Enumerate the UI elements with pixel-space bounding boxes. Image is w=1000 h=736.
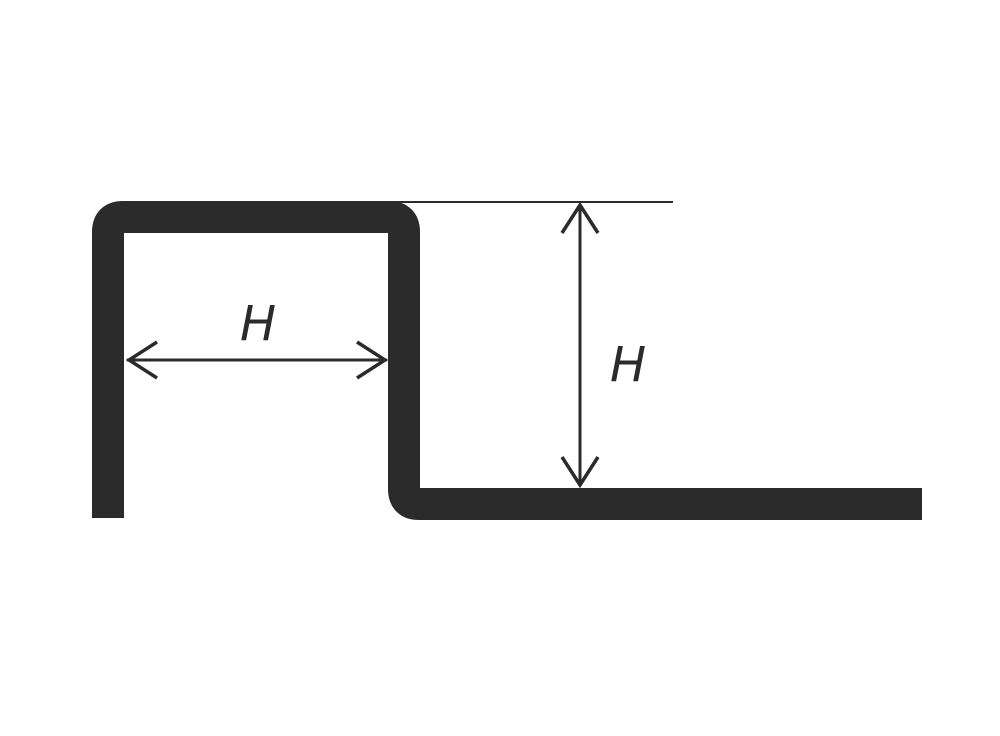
profile-outline — [92, 201, 922, 520]
height-dimension: H — [560, 201, 646, 489]
height-dimension-label: H — [610, 337, 646, 393]
height-arrow-top — [560, 201, 600, 234]
height-arrow-bottom — [560, 456, 600, 489]
width-arrow-right — [356, 340, 389, 380]
width-arrow-left — [125, 340, 158, 380]
width-dimension-label: H — [240, 296, 276, 352]
width-dimension: H — [125, 296, 389, 380]
